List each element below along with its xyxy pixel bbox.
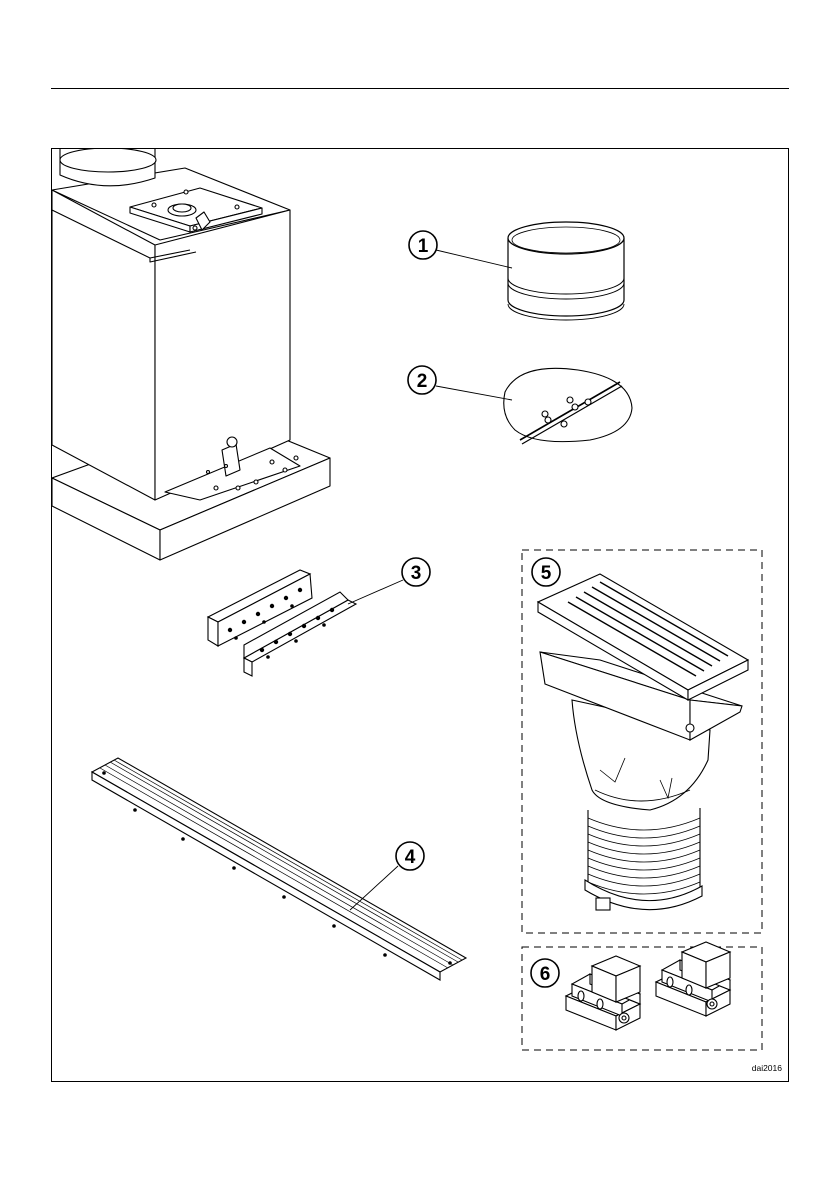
part-2-damper-flap xyxy=(504,368,632,444)
part-5-grille-adapter xyxy=(538,574,748,910)
callout-1: 1 xyxy=(409,231,437,259)
callout-5: 5 xyxy=(532,558,560,586)
part-1-duct-ring xyxy=(508,222,624,320)
callout-4: 4 xyxy=(396,842,424,870)
svg-text:3: 3 xyxy=(411,563,422,584)
svg-text:6: 6 xyxy=(540,964,551,985)
svg-text:2: 2 xyxy=(417,371,428,392)
part-6-mounting-blocks xyxy=(566,942,730,1030)
svg-text:4: 4 xyxy=(405,847,416,868)
part-3-angle-brackets xyxy=(208,570,356,676)
svg-text:5: 5 xyxy=(541,563,552,584)
callout-6: 6 xyxy=(531,959,559,987)
callout-3: 3 xyxy=(402,558,430,586)
image-credit: dai2016 xyxy=(752,1063,782,1073)
callout-2: 2 xyxy=(408,366,436,394)
svg-text:1: 1 xyxy=(418,236,429,257)
leader-lines xyxy=(348,250,512,910)
hood-body-drawing xyxy=(52,148,330,560)
